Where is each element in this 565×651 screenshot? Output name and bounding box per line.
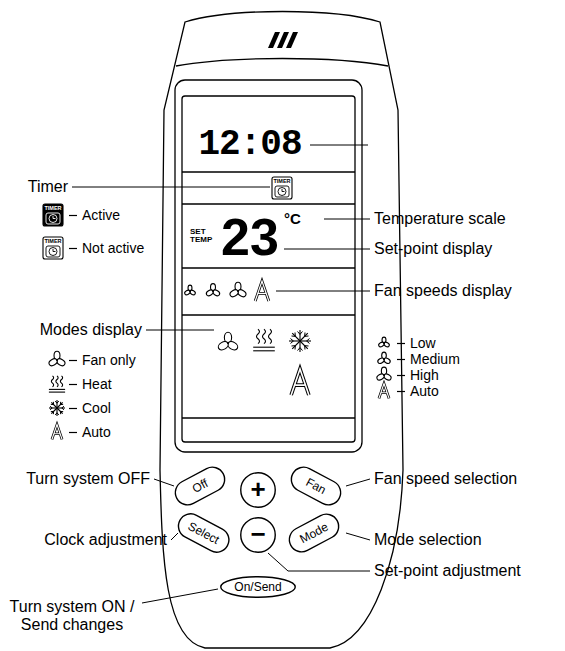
screen-dividers: [182, 172, 355, 418]
legend-text: Medium: [410, 351, 460, 367]
callout-label: Turn system OFF: [26, 470, 150, 488]
callout-label: Clock adjustment: [44, 531, 167, 549]
legend-sample: [377, 352, 391, 364]
fan-button: Fan: [286, 462, 346, 510]
legend-text: Auto: [82, 424, 111, 440]
callout-label: Turn system ON / Send changes: [2, 598, 142, 635]
legend-dash: [397, 375, 405, 376]
clock-display: 12:08: [198, 124, 301, 165]
legend-sample: [49, 376, 65, 392]
plus-button: +: [240, 472, 276, 508]
legend-dash: [69, 384, 77, 385]
off-button: Off: [170, 462, 230, 510]
legend-dash: [69, 248, 77, 249]
mode-auto-symbol: [291, 369, 309, 395]
timer-icon: [272, 177, 292, 199]
temperature-unit: °C: [284, 210, 301, 227]
legend-text: Heat: [82, 376, 112, 392]
mode-cool-symbol: [289, 330, 311, 352]
legend-sample: [49, 400, 65, 416]
legend-sample: [52, 425, 62, 440]
legend-dash: [397, 391, 405, 392]
legend-text: Fan only: [82, 352, 136, 368]
callout-label: Modes display: [40, 321, 142, 339]
callout-label: Fan speed selection: [374, 470, 517, 488]
display-icons: [43, 177, 405, 440]
legend-dash: [397, 359, 405, 360]
select-button: Select: [173, 509, 234, 558]
legend-dash: [397, 343, 405, 344]
remote-top-contour: [176, 59, 388, 67]
callout-label: Timer: [28, 178, 68, 196]
legend-sample: [48, 351, 66, 367]
minus-button: −: [240, 517, 276, 553]
legend-text: Active: [82, 207, 120, 223]
callout-label: Mode selection: [374, 531, 482, 549]
callout-label: Set-point display: [374, 240, 492, 258]
fan-low-symbol: [184, 285, 196, 296]
brand-logo: [268, 32, 298, 48]
legend-sample: [376, 367, 392, 381]
mode-fan-symbol: [217, 332, 239, 351]
fan-auto-symbol: [255, 281, 269, 301]
on-send-button: On/Send: [220, 576, 296, 598]
button-label: +: [250, 476, 265, 502]
legend-text: Not active: [82, 240, 144, 256]
legend-dash: [69, 360, 77, 361]
callout-label: Temperature scale: [374, 210, 506, 228]
legend-sample: [378, 337, 390, 348]
callout-label: Fan speeds display: [374, 282, 512, 300]
legend-text: Auto: [410, 383, 439, 399]
legend-dash: [69, 215, 77, 216]
screen-inner: [182, 96, 355, 442]
legend-text: Low: [410, 335, 436, 351]
fan-high-symbol: [229, 282, 247, 298]
legend-dash: [69, 408, 77, 409]
legend-sample: [43, 204, 63, 226]
legend-sample: [43, 237, 63, 259]
setpoint-digits: 23: [221, 208, 279, 268]
callout-label: Set-point adjustment: [374, 562, 521, 580]
button-label: −: [250, 521, 265, 547]
timer-icon-text: TIMER: [273, 178, 290, 184]
timer-icon-text: TIMER: [44, 205, 61, 211]
button-label: On/Send: [234, 581, 281, 593]
legend-text: High: [410, 367, 439, 383]
mode-heat-symbol: [253, 329, 275, 351]
legend-sample: [379, 384, 389, 399]
legend-text: Cool: [82, 400, 111, 416]
fan-medium-symbol: [205, 284, 220, 297]
mode-button: Mode: [284, 509, 344, 557]
set-temp-tag: SET TEMP: [190, 228, 217, 245]
timer-icon-text: TIMER: [44, 238, 61, 244]
legend-dash: [69, 432, 77, 433]
screen-frame: [175, 80, 362, 452]
